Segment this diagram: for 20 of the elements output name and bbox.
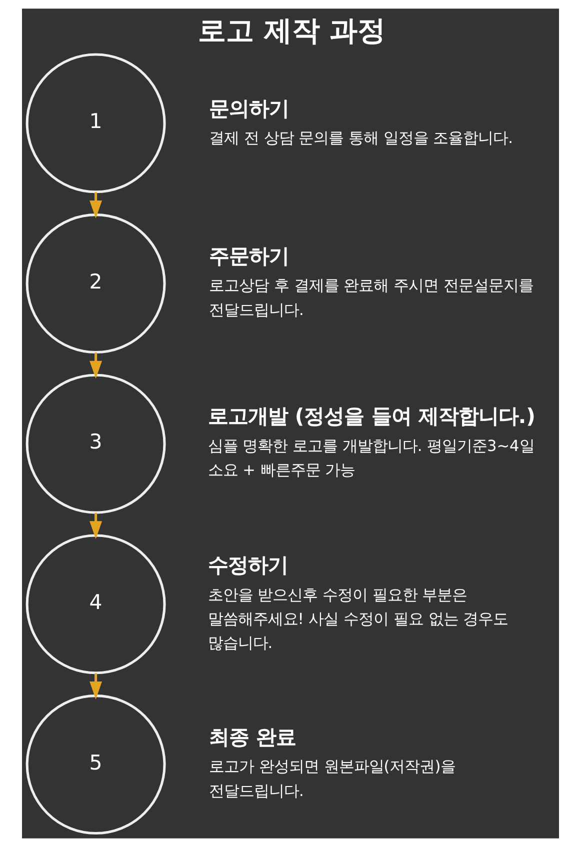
- node-circle: 1: [25, 53, 166, 194]
- node-label: 로고상담 후 결제를 완료해 주시면 전문설문지를 전달드립니다.: [208, 276, 533, 319]
- node-circle: 5: [25, 694, 166, 835]
- arrow: [89, 673, 102, 700]
- node-circle: 3: [25, 374, 166, 514]
- node-label: 로고가 완성되면 원본파일(저작권)을 전달드립니다.: [208, 758, 456, 800]
- node-circle: 2: [25, 214, 166, 354]
- node-label: 로고개발 (정성을 들여 제작합니다.): [207, 404, 535, 428]
- arrow: [89, 352, 102, 379]
- node-label: 문의하기: [208, 96, 289, 120]
- node-label: 최종 완료: [208, 724, 296, 749]
- arrow: [89, 512, 102, 539]
- node-label: 결제 전 상담 문의를 통해 일정을 조율합니다.: [208, 129, 513, 148]
- node-label: 주문하기: [208, 244, 289, 268]
- node-label: 수정하기: [207, 553, 288, 578]
- node-circle: 4: [25, 534, 166, 674]
- node-label: 심플 명확한 로고를 개발합니다. 평일기준3~4일 소요 + 빠른주문 가능: [207, 436, 534, 480]
- diagram-title: 로고 제작 과정: [198, 14, 386, 47]
- arrow: [89, 192, 102, 218]
- node-label: 초안을 받으신후 수정이 필요한 부분은 말씀해주세요! 사실 수정이 필요 없는 경우도 많습니다.: [207, 586, 508, 652]
